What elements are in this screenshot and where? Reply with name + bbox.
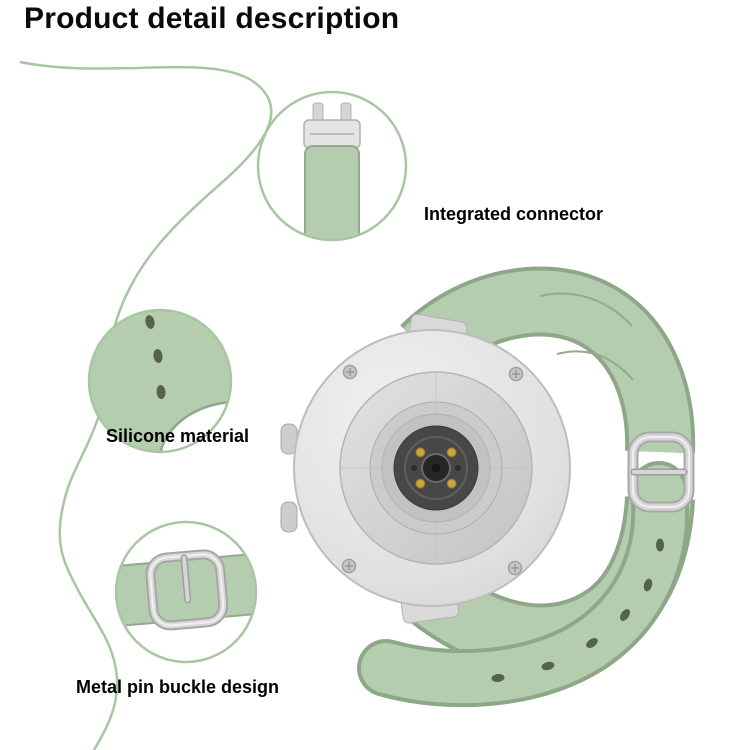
buckle-pin-highlight — [182, 556, 190, 602]
callout-metal-buckle — [114, 520, 258, 664]
page-title: Product detail description — [24, 2, 400, 35]
label-silicone-material: Silicone material — [106, 426, 250, 446]
upper-strap — [400, 266, 696, 454]
sensor-pin-dot — [415, 447, 426, 458]
sensor-contact — [455, 465, 461, 471]
buckle — [627, 431, 695, 513]
strap-tail — [357, 461, 690, 708]
side-button — [280, 501, 298, 533]
sensor-pin-dot — [415, 478, 426, 489]
callout-integrated-connector — [256, 90, 408, 242]
caseback-sensor — [381, 413, 491, 523]
sensor-pin-dot — [446, 478, 457, 489]
strap-keeper-line — [556, 350, 634, 381]
callout-border — [114, 520, 258, 664]
silicone-holes — [145, 315, 166, 399]
callout-border — [87, 308, 233, 454]
callout-silicone-material — [87, 308, 233, 454]
sensor-pin-dot — [446, 447, 457, 458]
callout-border — [256, 90, 408, 242]
label-integrated-connector: Integrated connector — [424, 204, 604, 224]
sensor-contact — [411, 465, 417, 471]
sensor-pin-dots — [415, 447, 457, 489]
strap-holes — [491, 538, 664, 683]
watch-caseback — [280, 329, 571, 607]
strap-keeper-line — [539, 292, 633, 327]
screw-slots — [345, 368, 520, 572]
label-metal-pin-buckle: Metal pin buckle design — [76, 677, 280, 697]
connector-strap — [304, 145, 360, 240]
strap-edge — [157, 400, 231, 452]
